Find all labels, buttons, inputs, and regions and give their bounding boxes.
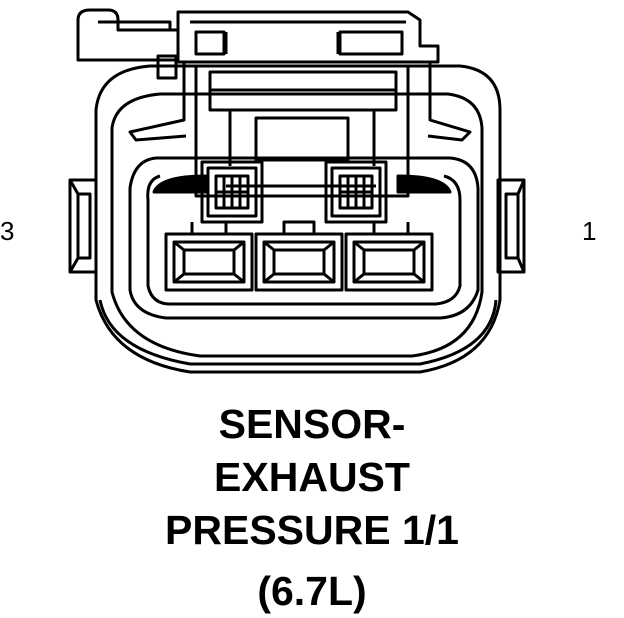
pin-cavity-frame bbox=[128, 156, 480, 320]
lock-clip-right bbox=[324, 160, 388, 224]
pin-cavity-3 bbox=[164, 222, 254, 292]
connector-latch bbox=[76, 8, 180, 80]
side-tab-left bbox=[68, 178, 98, 274]
connector-caption: SENSOR- EXHAUST PRESSURE 1/1 (6.7L) bbox=[0, 398, 624, 618]
pin-cavity-1 bbox=[344, 222, 434, 292]
pin-label-3: 3 bbox=[0, 216, 15, 246]
outer-housing bbox=[94, 64, 502, 374]
pin-cavity-2 bbox=[254, 220, 344, 292]
connector-diagram bbox=[68, 8, 526, 374]
side-tab-right bbox=[496, 178, 526, 274]
lock-clip-left bbox=[200, 160, 264, 224]
caption-line-2: EXHAUST bbox=[214, 454, 410, 500]
caption-line-4: (6.7L) bbox=[257, 568, 367, 614]
caption-line-3: PRESSURE 1/1 bbox=[165, 507, 459, 553]
pin-label-1: 1 bbox=[582, 216, 597, 246]
lock-housing bbox=[128, 10, 472, 142]
caption-line-1: SENSOR- bbox=[218, 401, 406, 447]
